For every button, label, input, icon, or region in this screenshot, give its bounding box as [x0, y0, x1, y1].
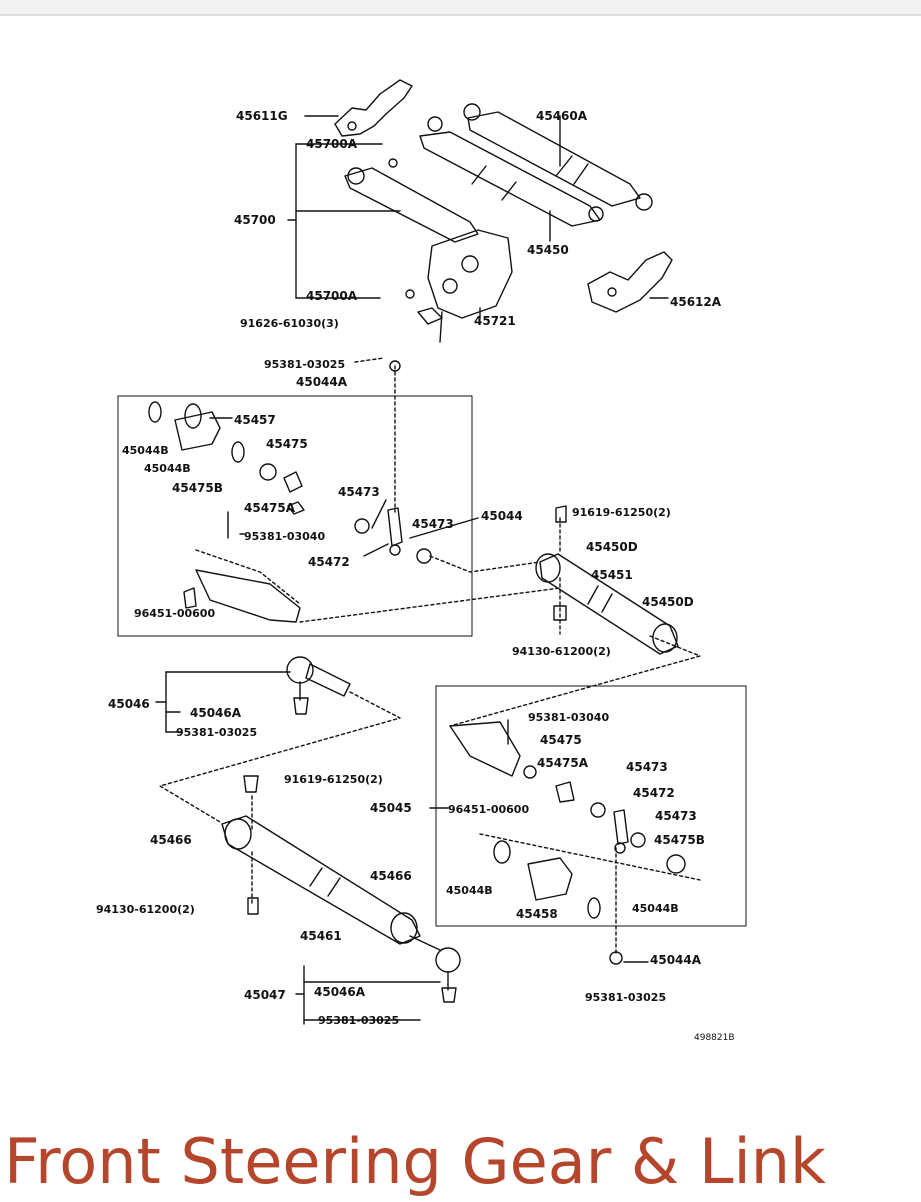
- label-45475-1: 45475: [266, 437, 308, 451]
- label-45475A-1: 45475A: [244, 501, 296, 515]
- label-45044A-lower: 45044A: [650, 953, 702, 967]
- label-45450D-2: 45450D: [642, 595, 694, 609]
- tie-rod-end-lower-shape: [435, 947, 461, 973]
- relay-rod-upper-shape: [467, 111, 641, 207]
- label-45475A-2: 45475A: [537, 756, 589, 770]
- label-45466-2: 45466: [370, 869, 412, 883]
- label-45451: 45451: [591, 568, 633, 582]
- label-45044B-1: 45044B: [122, 444, 169, 457]
- label-45045: 45045: [370, 801, 412, 815]
- label-96451-a: 96451-00600: [134, 607, 215, 620]
- gear-housing-right-shape: [449, 721, 521, 777]
- label-94130-b: 94130-61200(2): [96, 903, 195, 916]
- label-91619-a: 91619-61250(2): [572, 506, 671, 519]
- box-45045: [435, 685, 747, 927]
- label-45473-2: 45473: [412, 517, 454, 531]
- idler-arm-shape: [344, 167, 479, 243]
- label-45047: 45047: [244, 988, 286, 1002]
- tie-rod-center-shape: [419, 131, 601, 227]
- label-45700A-upper: 45700A: [306, 137, 358, 151]
- top-bar: [0, 0, 921, 16]
- label-45721: 45721: [474, 314, 516, 328]
- label-45611G: 45611G: [236, 109, 288, 123]
- tie-rod-upper-shape: [539, 553, 679, 655]
- label-45044B-3: 45044B: [446, 884, 493, 897]
- label-45475B-1: 45475B: [172, 481, 223, 495]
- label-45046: 45046: [108, 697, 150, 711]
- gear-housing-left-shape: [195, 569, 301, 623]
- label-45458: 45458: [516, 907, 558, 921]
- label-94130-a: 94130-61200(2): [512, 645, 611, 658]
- label-45472-2: 45472: [633, 786, 675, 800]
- label-45450: 45450: [527, 243, 569, 257]
- label-45044B-4: 45044B: [632, 902, 679, 915]
- label-45475-2: 45475: [540, 733, 582, 747]
- label-45461: 45461: [300, 929, 342, 943]
- label-45475B-2: 45475B: [654, 833, 705, 847]
- label-96451-b: 96451-00600: [448, 803, 529, 816]
- label-45473-3: 45473: [626, 760, 668, 774]
- label-45450D-1: 45450D: [586, 540, 638, 554]
- label-45472-1: 45472: [308, 555, 350, 569]
- label-45612A: 45612A: [670, 295, 722, 309]
- label-45700: 45700: [234, 213, 276, 227]
- label-95381-f: 95381-03025: [318, 1014, 399, 1027]
- knuckle-arm-left-shape: [334, 79, 413, 137]
- knuckle-arm-right-shape: [587, 251, 673, 313]
- label-45473-4: 45473: [655, 809, 697, 823]
- diagram-code: 498821B: [694, 1033, 735, 1043]
- label-45046A-2: 45046A: [314, 985, 366, 999]
- label-91626: 91626-61030(3): [240, 317, 339, 330]
- label-45044A-upper: 45044A: [296, 375, 348, 389]
- page-title: Front Steering Gear & Link: [4, 1125, 826, 1198]
- label-45473-1: 45473: [338, 485, 380, 499]
- label-45046A-1: 45046A: [190, 706, 242, 720]
- label-45466-1: 45466: [150, 833, 192, 847]
- label-95381-a: 95381-03025: [264, 358, 345, 371]
- label-45700A-lower: 45700A: [306, 289, 358, 303]
- label-95381-e: 95381-03025: [585, 991, 666, 1004]
- label-95381-d: 95381-03040: [528, 711, 609, 724]
- label-91619-b: 91619-61250(2): [284, 773, 383, 786]
- idler-bracket-shape: [427, 229, 513, 319]
- label-45044: 45044: [481, 509, 523, 523]
- box-45044: [117, 395, 473, 637]
- label-45460A: 45460A: [536, 109, 588, 123]
- label-45044B-2: 45044B: [144, 462, 191, 475]
- parts-diagram: 45611G 45700A 45460A 45700 45450 45612A …: [96, 79, 747, 1043]
- label-95381-b: 95381-03040: [244, 530, 325, 543]
- label-95381-c: 95381-03025: [176, 726, 257, 739]
- label-45457: 45457: [234, 413, 276, 427]
